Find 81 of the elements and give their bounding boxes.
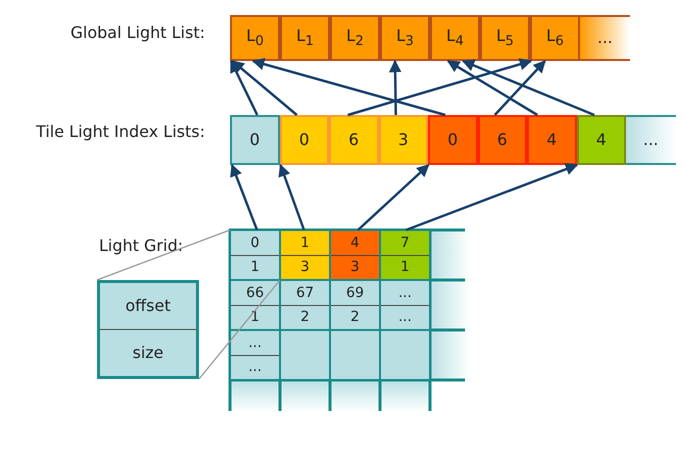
cell-value: ... <box>248 336 262 350</box>
cell-value: 6 <box>497 132 508 148</box>
light-name: L$_{4}$ <box>446 28 464 48</box>
grid-cell <box>280 230 330 280</box>
cell-value: 66 <box>246 286 264 300</box>
cell-value: 0 <box>250 132 260 148</box>
cell-value: 1 <box>250 260 260 274</box>
leader-line <box>198 280 280 380</box>
leader-line <box>96 229 230 281</box>
grid-cell <box>280 280 330 330</box>
cell-value: 3 <box>300 260 310 274</box>
cell-value: 2 <box>300 310 310 324</box>
cell-value: 4 <box>350 236 360 250</box>
index-cell <box>478 115 527 165</box>
cell-value: ... <box>398 310 412 324</box>
cell-value: 6 <box>348 132 359 148</box>
global-cell <box>230 15 280 61</box>
light-name: L$_{1}$ <box>296 28 314 48</box>
index-cell <box>576 115 626 165</box>
global-cell <box>280 15 330 61</box>
arrow <box>446 60 538 116</box>
light-name: L$_{5}$ <box>496 28 514 48</box>
arrow <box>232 60 298 116</box>
global-cell <box>380 15 430 61</box>
arrow <box>388 60 402 116</box>
arrow <box>357 164 430 231</box>
cell-value: ... <box>398 286 412 300</box>
index-cell <box>280 115 329 165</box>
field-name: offset <box>125 298 171 314</box>
arrow <box>462 60 595 116</box>
index-cell <box>527 115 576 165</box>
arrow <box>252 58 446 116</box>
index-cell <box>428 115 478 165</box>
cell-value: 4 <box>546 132 557 148</box>
arrow <box>230 60 258 116</box>
cell-value: 7 <box>400 236 410 250</box>
global-cell <box>330 15 380 61</box>
light-name: L$_{3}$ <box>396 28 414 48</box>
grid-cell <box>230 330 280 380</box>
light-name: L$_{2}$ <box>346 28 364 48</box>
cell-value: 1 <box>250 310 260 324</box>
row-heading: Light Grid: <box>99 236 183 255</box>
cell-value: 1 <box>300 236 310 250</box>
index-cell <box>329 115 378 165</box>
arrow <box>494 60 546 116</box>
index-cell <box>626 115 676 165</box>
row-heading: Global Light List: <box>70 23 205 42</box>
grid-cell <box>230 230 280 280</box>
cell-value: ... <box>248 360 262 374</box>
zoom-detail-box <box>97 280 199 379</box>
field-name: size <box>132 345 164 361</box>
arrow <box>278 164 306 230</box>
cell-value: 3 <box>398 132 408 148</box>
light-name: ... <box>597 30 613 46</box>
cell-value: 2 <box>350 310 360 324</box>
cell-value: 1 <box>400 260 410 274</box>
cell-value: 4 <box>596 132 606 148</box>
grid-cell <box>380 280 430 330</box>
index-cell <box>230 115 280 165</box>
cell-value: 3 <box>350 260 360 274</box>
arrow <box>230 164 258 230</box>
cell-value: ... <box>643 132 658 148</box>
cell-value: 0 <box>299 132 310 148</box>
cell-value: 67 <box>296 286 314 300</box>
cell-value: 0 <box>250 236 260 250</box>
global-cell <box>430 15 480 61</box>
arrow <box>406 163 578 232</box>
cell-value: 0 <box>448 132 458 148</box>
light-name: L$_{0}$ <box>246 28 264 48</box>
global-cell <box>480 15 530 61</box>
row-heading: Tile Light Index Lists: <box>36 122 205 141</box>
index-cell <box>378 115 428 165</box>
global-cell <box>580 15 630 61</box>
grid-cell <box>380 230 430 280</box>
cell-value: 69 <box>346 286 364 300</box>
global-cell <box>530 15 580 61</box>
grid-cell <box>330 230 380 280</box>
light-name: L$_{6}$ <box>546 28 564 48</box>
arrow <box>347 58 532 116</box>
grid-cell <box>230 280 280 330</box>
grid-cell <box>330 280 380 330</box>
